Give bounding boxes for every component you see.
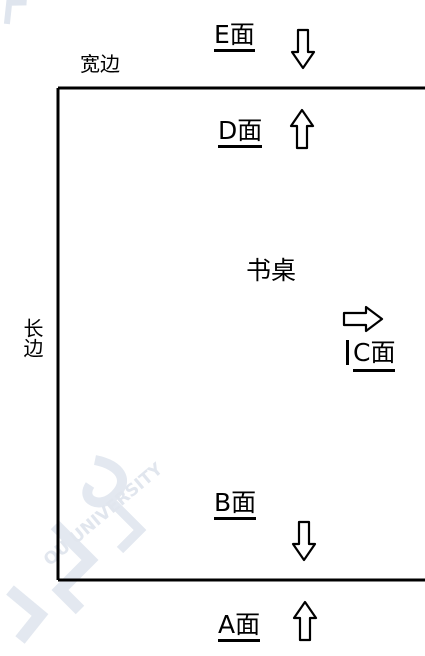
up-arrow-icon bbox=[292, 600, 318, 642]
face-c-label: C面 bbox=[346, 338, 396, 372]
face-b-label: B面 bbox=[214, 490, 257, 520]
down-arrow-icon bbox=[290, 28, 316, 70]
right-arrow-icon bbox=[342, 305, 384, 333]
wide-edge-label: 宽边 bbox=[80, 52, 120, 76]
long-edge-label: 长边 bbox=[20, 318, 44, 358]
face-a-label: A面 bbox=[218, 612, 261, 642]
face-e-label: E面 bbox=[214, 22, 255, 52]
desk-label: 书桌 bbox=[246, 256, 297, 285]
face-d-label: D面 bbox=[218, 118, 263, 148]
face-c-text: C面 bbox=[353, 338, 396, 372]
down-arrow-icon bbox=[291, 520, 317, 562]
up-arrow-icon bbox=[289, 108, 315, 150]
